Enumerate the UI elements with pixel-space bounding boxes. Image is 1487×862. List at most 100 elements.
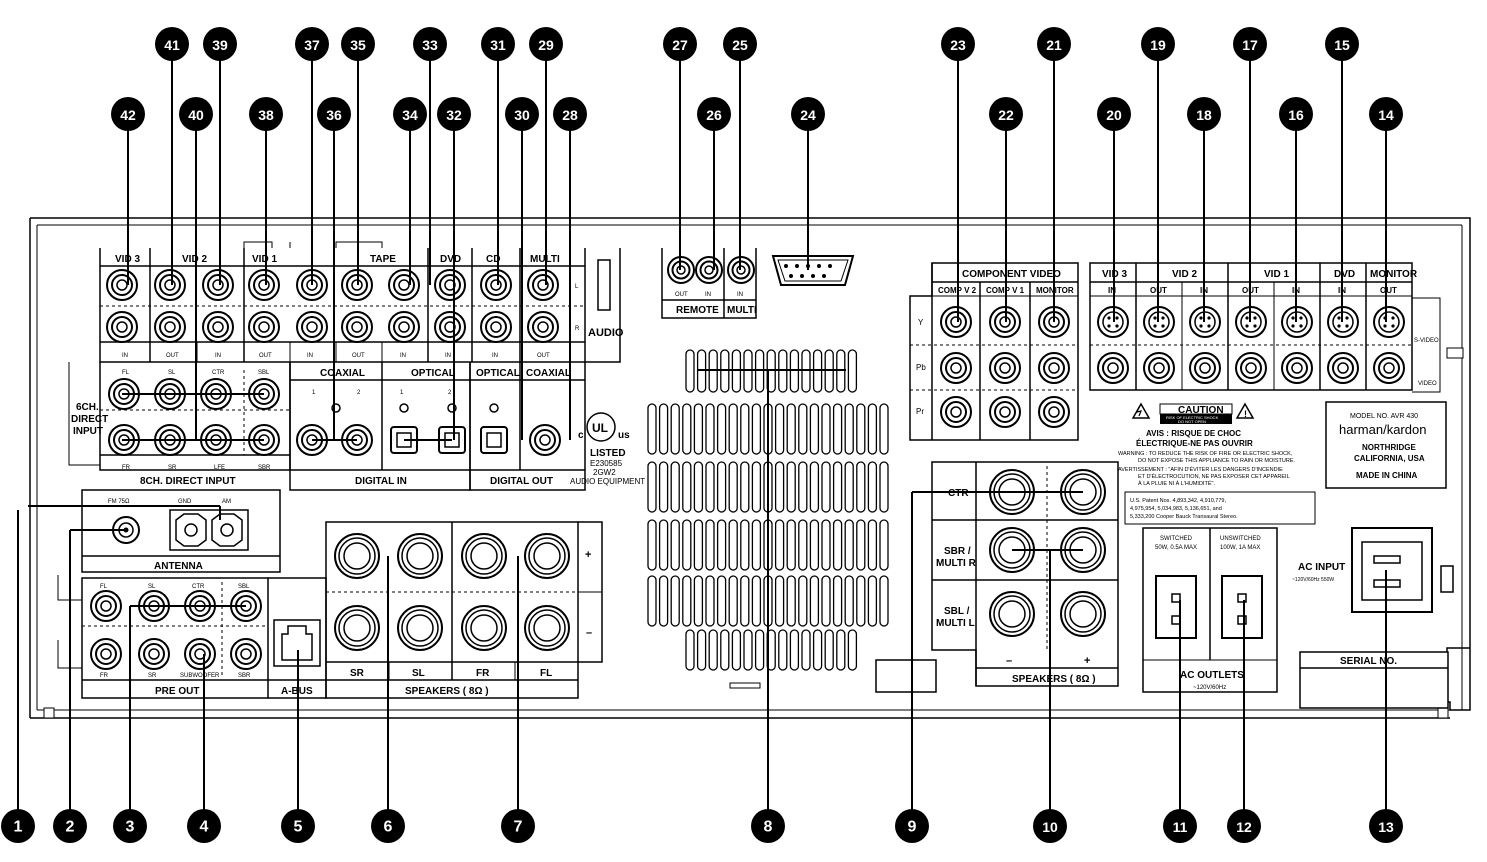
audio-jack-l[interactable] xyxy=(248,269,280,301)
callout-42: 42 xyxy=(111,97,145,131)
coaxial-out-jack[interactable] xyxy=(529,424,561,456)
composite-video-jack[interactable] xyxy=(1189,352,1221,384)
audio-jack-r[interactable] xyxy=(341,311,373,343)
caution-avis2: ÉLECTRIQUE-NE PAS OUVRIR xyxy=(1136,439,1253,448)
composite-video-jack[interactable] xyxy=(1373,352,1405,384)
component-video-jack[interactable] xyxy=(940,306,972,338)
callout-22: 22 xyxy=(989,97,1023,131)
optical-out-jack[interactable] xyxy=(480,426,508,454)
speaker-terminal[interactable] xyxy=(334,533,380,579)
audio-jack-l[interactable] xyxy=(202,269,234,301)
component-video-jack[interactable] xyxy=(1038,396,1070,428)
io-label: OUT xyxy=(352,353,365,359)
sv-io: OUT xyxy=(1380,286,1397,295)
digital-in-coaxial: COAXIAL xyxy=(320,368,365,379)
speaker-terminal[interactable] xyxy=(397,605,443,651)
ul-code1: E230585 xyxy=(590,459,623,468)
ul-text: UL xyxy=(592,421,608,435)
audio-jack-r[interactable] xyxy=(202,311,234,343)
audio-jack-r[interactable] xyxy=(154,311,186,343)
callout-number: 13 xyxy=(1378,819,1394,835)
brand-logo: harman/kardon xyxy=(1339,422,1426,437)
spk-sbr: SBR / xyxy=(944,546,971,557)
audio-jack-l[interactable] xyxy=(106,269,138,301)
speaker-terminal[interactable] xyxy=(524,533,570,579)
speakers-right-panel xyxy=(931,461,1119,687)
audio-jack-r[interactable] xyxy=(296,311,328,343)
component-video-jack[interactable] xyxy=(940,352,972,384)
speaker-terminal[interactable] xyxy=(1060,591,1106,637)
io-label: IN xyxy=(492,353,498,359)
io-label: IN xyxy=(215,353,221,359)
component-video-jack[interactable] xyxy=(1038,352,1070,384)
preout-jack[interactable] xyxy=(230,638,262,670)
callout-number: 38 xyxy=(258,107,274,123)
callout-9: 9 xyxy=(895,809,929,843)
audio-io-labels: IN OUT IN OUT IN OUT IN IN IN OUT xyxy=(122,353,550,359)
svideo-jack[interactable] xyxy=(1373,306,1405,338)
callout-12: 12 xyxy=(1227,809,1261,843)
cv-row-y: Y xyxy=(918,318,924,327)
component-video-jack[interactable] xyxy=(989,396,1021,428)
audio-jack-r[interactable] xyxy=(106,311,138,343)
audio-col-cd: CD xyxy=(486,254,500,265)
speaker-terminal[interactable] xyxy=(524,605,570,651)
preout-jacks[interactable] xyxy=(90,590,262,670)
caution-title: CAUTION xyxy=(1178,405,1224,416)
callout-number: 23 xyxy=(950,37,966,53)
direct-input-jacks[interactable] xyxy=(108,378,280,456)
cv-row-pb: Pb xyxy=(916,363,926,372)
callout-number: 26 xyxy=(706,107,722,123)
preout-jack[interactable] xyxy=(138,638,170,670)
speaker-terminal[interactable] xyxy=(461,605,507,651)
callout-number: 31 xyxy=(490,37,506,53)
callout-34: 34 xyxy=(393,97,427,131)
direct-input-title: 8CH. DIRECT INPUT xyxy=(140,476,236,487)
callout-number: 29 xyxy=(538,37,554,53)
warning-icon: ! xyxy=(1244,409,1247,419)
composite-video-jack[interactable] xyxy=(1143,352,1175,384)
speaker-terminal[interactable] xyxy=(397,533,443,579)
ac-outlets-panel xyxy=(1142,527,1278,693)
remote-in-jack[interactable] xyxy=(695,256,723,284)
callout-number: 39 xyxy=(212,37,228,53)
preout-jack[interactable] xyxy=(90,590,122,622)
audio-jack-l[interactable] xyxy=(480,269,512,301)
callout-number: 11 xyxy=(1173,819,1188,835)
audio-jack-l[interactable] xyxy=(154,269,186,301)
callout-number: 41 xyxy=(164,37,180,53)
preout-jack[interactable] xyxy=(90,638,122,670)
callout-37: 37 xyxy=(295,27,329,61)
digital-out-coaxial: COAXIAL xyxy=(526,368,571,379)
spk-sbl: SBL / xyxy=(944,606,970,617)
callout-16: 16 xyxy=(1279,97,1313,131)
callout-17: 17 xyxy=(1233,27,1267,61)
di-top-sl: SL xyxy=(168,370,176,376)
audio-jack-r[interactable] xyxy=(527,311,559,343)
speaker-terminal[interactable] xyxy=(989,591,1035,637)
audio-jack-l[interactable] xyxy=(527,269,559,301)
preout-jack[interactable] xyxy=(184,638,216,670)
composite-video-jack[interactable] xyxy=(1235,352,1267,384)
audio-jack-r[interactable] xyxy=(480,311,512,343)
component-video-jack[interactable] xyxy=(940,396,972,428)
ac-unswitched: UNSWITCHED xyxy=(1220,536,1261,542)
component-video-jack[interactable] xyxy=(989,352,1021,384)
audio-jack-l[interactable] xyxy=(434,269,466,301)
callout-36: 36 xyxy=(317,97,351,131)
digital-out-title: DIGITAL OUT xyxy=(490,476,553,487)
component-video-jacks[interactable] xyxy=(940,306,1070,428)
io-label: IN xyxy=(400,353,406,359)
caution-sub1: RISK OF ELECTRIC SHOCK xyxy=(1166,415,1219,420)
composite-video-jack[interactable] xyxy=(1327,352,1359,384)
audio-jack-r[interactable] xyxy=(388,311,420,343)
composite-video-jack[interactable] xyxy=(1281,352,1313,384)
callout-number: 36 xyxy=(326,107,342,123)
composite-video-jack[interactable] xyxy=(1097,352,1129,384)
callout-number: 25 xyxy=(732,37,748,53)
audio-jack-r[interactable] xyxy=(248,311,280,343)
speaker-terminal[interactable] xyxy=(334,605,380,651)
audio-jack-r[interactable] xyxy=(434,311,466,343)
audio-jack-l[interactable] xyxy=(388,269,420,301)
speaker-terminal[interactable] xyxy=(461,533,507,579)
